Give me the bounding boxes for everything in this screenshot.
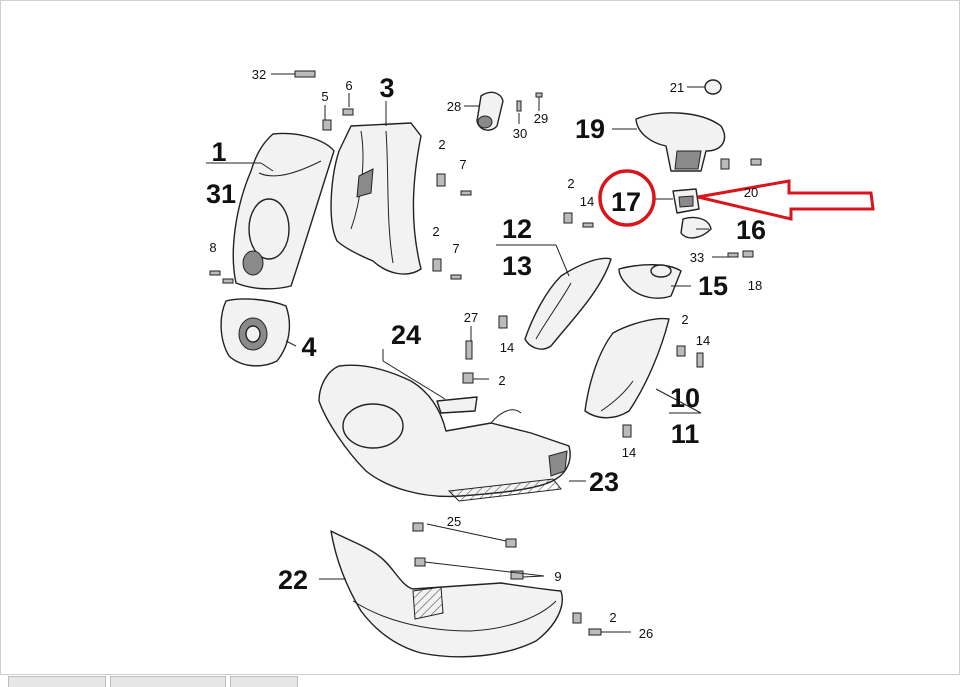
callout-21: 21: [670, 80, 684, 95]
leader-lines: [206, 73, 728, 633]
fasteners: [209, 70, 762, 636]
callout-31: 31: [206, 179, 236, 209]
callout-2a: 2: [438, 137, 445, 152]
callout-22: 22: [278, 565, 308, 595]
callout-23: 23: [589, 467, 619, 497]
callout-17: 17: [611, 187, 641, 217]
part-24: [436, 396, 478, 414]
callout-7a: 7: [459, 157, 466, 172]
callout-5: 5: [321, 89, 328, 104]
part-ignition-housing: [220, 298, 291, 367]
callout-26: 26: [639, 626, 653, 641]
callout-20: 20: [744, 185, 758, 200]
callout-29: 29: [534, 111, 548, 126]
bottom-tab-1[interactable]: [8, 676, 106, 687]
part-23-footboard: [318, 364, 571, 502]
callout-8: 8: [209, 240, 216, 255]
bottom-tab-2[interactable]: [110, 676, 226, 687]
part-22-undercover: [330, 530, 563, 658]
callout-2c: 2: [567, 176, 574, 191]
callout-13: 13: [502, 251, 532, 281]
callout-14d: 14: [622, 445, 636, 460]
callout-11: 11: [671, 419, 700, 449]
callout-14c: 14: [696, 333, 710, 348]
callout-2f: 2: [609, 610, 616, 625]
callout-6: 6: [345, 78, 352, 93]
callout-14b: 14: [500, 340, 514, 355]
callout-16: 16: [736, 215, 766, 245]
part-16: [680, 216, 712, 239]
callout-18: 18: [748, 278, 762, 293]
part-10-11: [584, 317, 670, 419]
callout-2d: 2: [498, 373, 505, 388]
callout-28: 28: [447, 99, 461, 114]
part-19: [635, 79, 726, 172]
part-inner-shield: [330, 122, 422, 275]
callout-1: 1: [211, 137, 226, 167]
bottom-tab-3[interactable]: [230, 676, 298, 687]
callout-12: 12: [502, 214, 532, 244]
callout-2b: 2: [432, 224, 439, 239]
callout-25: 25: [447, 514, 461, 529]
callout-2e: 2: [681, 312, 688, 327]
callout-30: 30: [513, 126, 527, 141]
part-15: [618, 264, 682, 299]
highlight-arrow: [697, 179, 875, 221]
callout-27: 27: [464, 310, 478, 325]
callout-32: 32: [252, 67, 266, 82]
parts-diagram: 1 31 3 4 5 6 32 8 2 7 2 7 28 30 29 21 19…: [206, 67, 875, 658]
callout-10: 10: [670, 383, 700, 413]
callout-9: 9: [554, 569, 561, 584]
callout-15: 15: [698, 271, 728, 301]
callout-33: 33: [690, 250, 704, 265]
part-front-shield: [232, 132, 335, 290]
callout-7b: 7: [452, 241, 459, 256]
part-17: [672, 188, 700, 214]
callout-14a: 14: [580, 194, 594, 209]
callout-24: 24: [391, 320, 421, 350]
part-28: [476, 91, 504, 131]
callout-19: 19: [575, 114, 605, 144]
part-12-13: [524, 257, 612, 350]
callout-labels: 1 31 3 4 5 6 32 8 2 7 2 7 28 30 29 21 19…: [206, 67, 766, 641]
callout-3: 3: [379, 73, 394, 103]
highlight-circle: [598, 169, 656, 227]
callout-4: 4: [301, 332, 316, 362]
